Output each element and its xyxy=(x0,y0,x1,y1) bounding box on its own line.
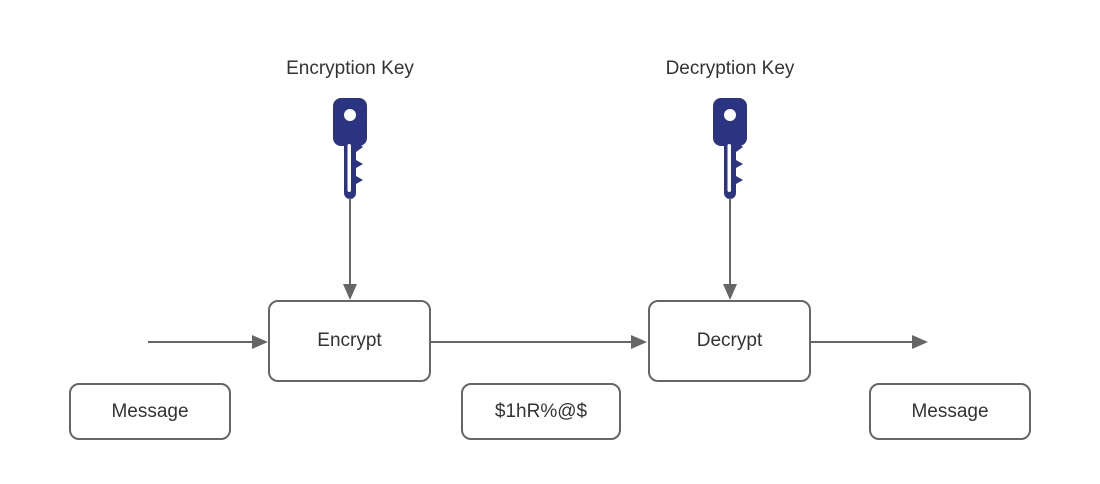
input-message-arrow xyxy=(148,335,268,349)
plaintext-message-box[interactable]: Message xyxy=(69,383,231,440)
encryption-key-label: Encryption Key xyxy=(286,58,414,79)
decryption-key-icon xyxy=(705,98,755,203)
decrypted-message-box[interactable]: Message xyxy=(869,383,1031,440)
encryption-key-arrow xyxy=(343,198,357,300)
encryption-key-icon xyxy=(325,98,375,203)
ciphertext-arrow xyxy=(431,335,647,349)
decryption-key-arrow xyxy=(723,198,737,300)
encrypt-process-box[interactable]: Encrypt xyxy=(268,300,431,382)
decryption-key-label: Decryption Key xyxy=(665,58,795,79)
output-message-arrow xyxy=(810,335,928,349)
decrypted-message-label: Message xyxy=(911,400,989,422)
plaintext-message-label: Message xyxy=(111,400,189,422)
decrypt-process-box[interactable]: Decrypt xyxy=(648,300,811,382)
ciphertext-box[interactable]: $1hR%@$ xyxy=(461,383,621,440)
ciphertext-label: $1hR%@$ xyxy=(494,400,588,422)
decrypt-process-label: Decrypt xyxy=(696,330,763,351)
encrypt-process-label: Encrypt xyxy=(317,330,382,351)
